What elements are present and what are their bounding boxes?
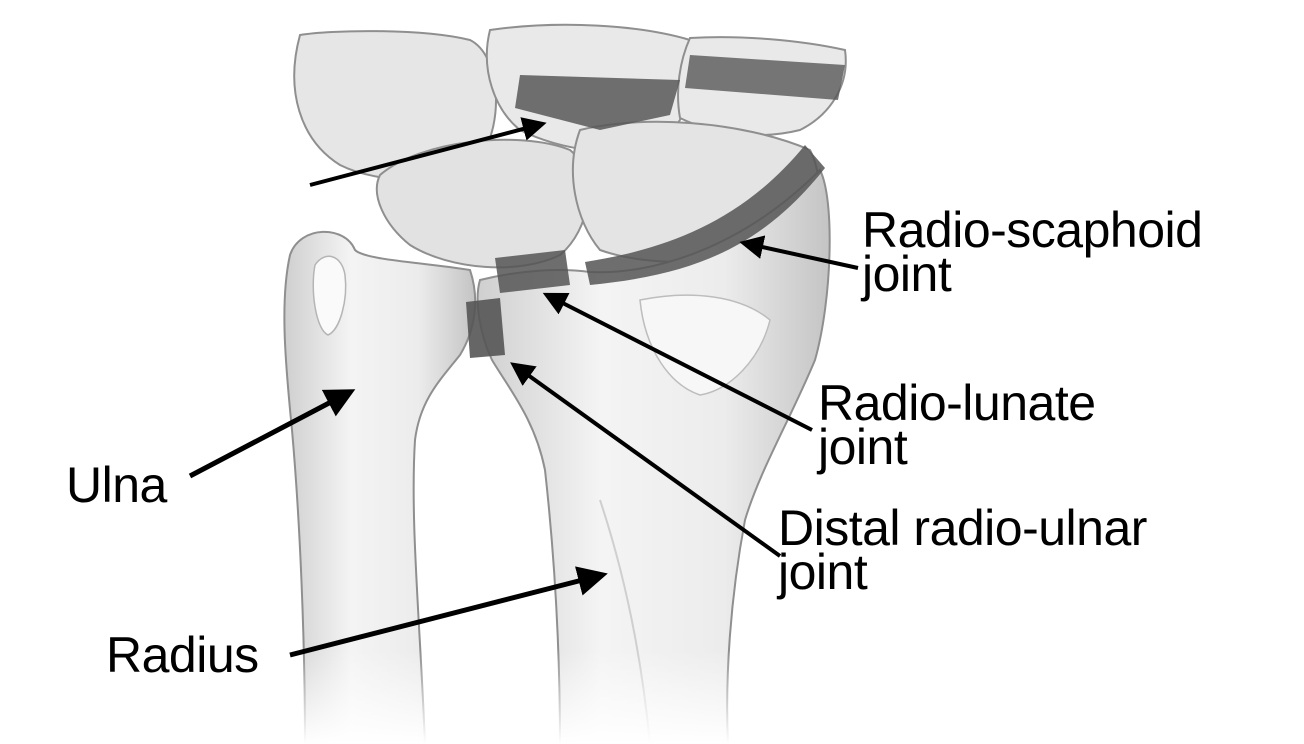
label-distal-radio-ulnar-joint: Distal radio-ulnar joint — [778, 500, 1147, 600]
label-radio-scaphoid-line1: Radio-scaphoid — [862, 202, 1203, 258]
distal-radio-ulnar-joint-band — [466, 298, 505, 358]
ulna-arrow — [188, 389, 356, 479]
label-radio-scaphoid-joint: Radio-scaphoid joint — [862, 202, 1203, 302]
carpometacarpal-joint-band — [685, 55, 845, 100]
label-radius: Radius — [106, 627, 259, 683]
radius-arrow — [289, 566, 608, 658]
radio-scaphoid-arrow — [739, 235, 859, 270]
ulna-bone — [283, 230, 477, 744]
midcarpal-arrow — [309, 117, 547, 187]
label-radio-lunate-line1: Radio-lunate — [818, 375, 1096, 431]
radio-lunate-arrow — [542, 292, 813, 432]
scaphoid-bone — [375, 138, 590, 269]
midcarpal-joint-band — [515, 75, 680, 130]
radio-lunate-joint-band — [495, 250, 570, 293]
label-distal-radio-ulnar-line2: joint — [778, 544, 868, 600]
label-radio-lunate-line2: joint — [818, 419, 908, 475]
label-radio-lunate-joint: Radio-lunate joint — [818, 375, 1096, 475]
carpal-bones — [293, 23, 847, 269]
radio-scaphoid-joint-band — [585, 145, 825, 285]
label-radio-scaphoid-line2: joint — [862, 246, 952, 302]
label-ulna: Ulna — [66, 457, 167, 513]
label-distal-radio-ulnar-line1: Distal radio-ulnar — [778, 500, 1147, 556]
distal-radio-ulnar-arrow — [510, 362, 782, 558]
pointer-arrows — [188, 117, 859, 658]
